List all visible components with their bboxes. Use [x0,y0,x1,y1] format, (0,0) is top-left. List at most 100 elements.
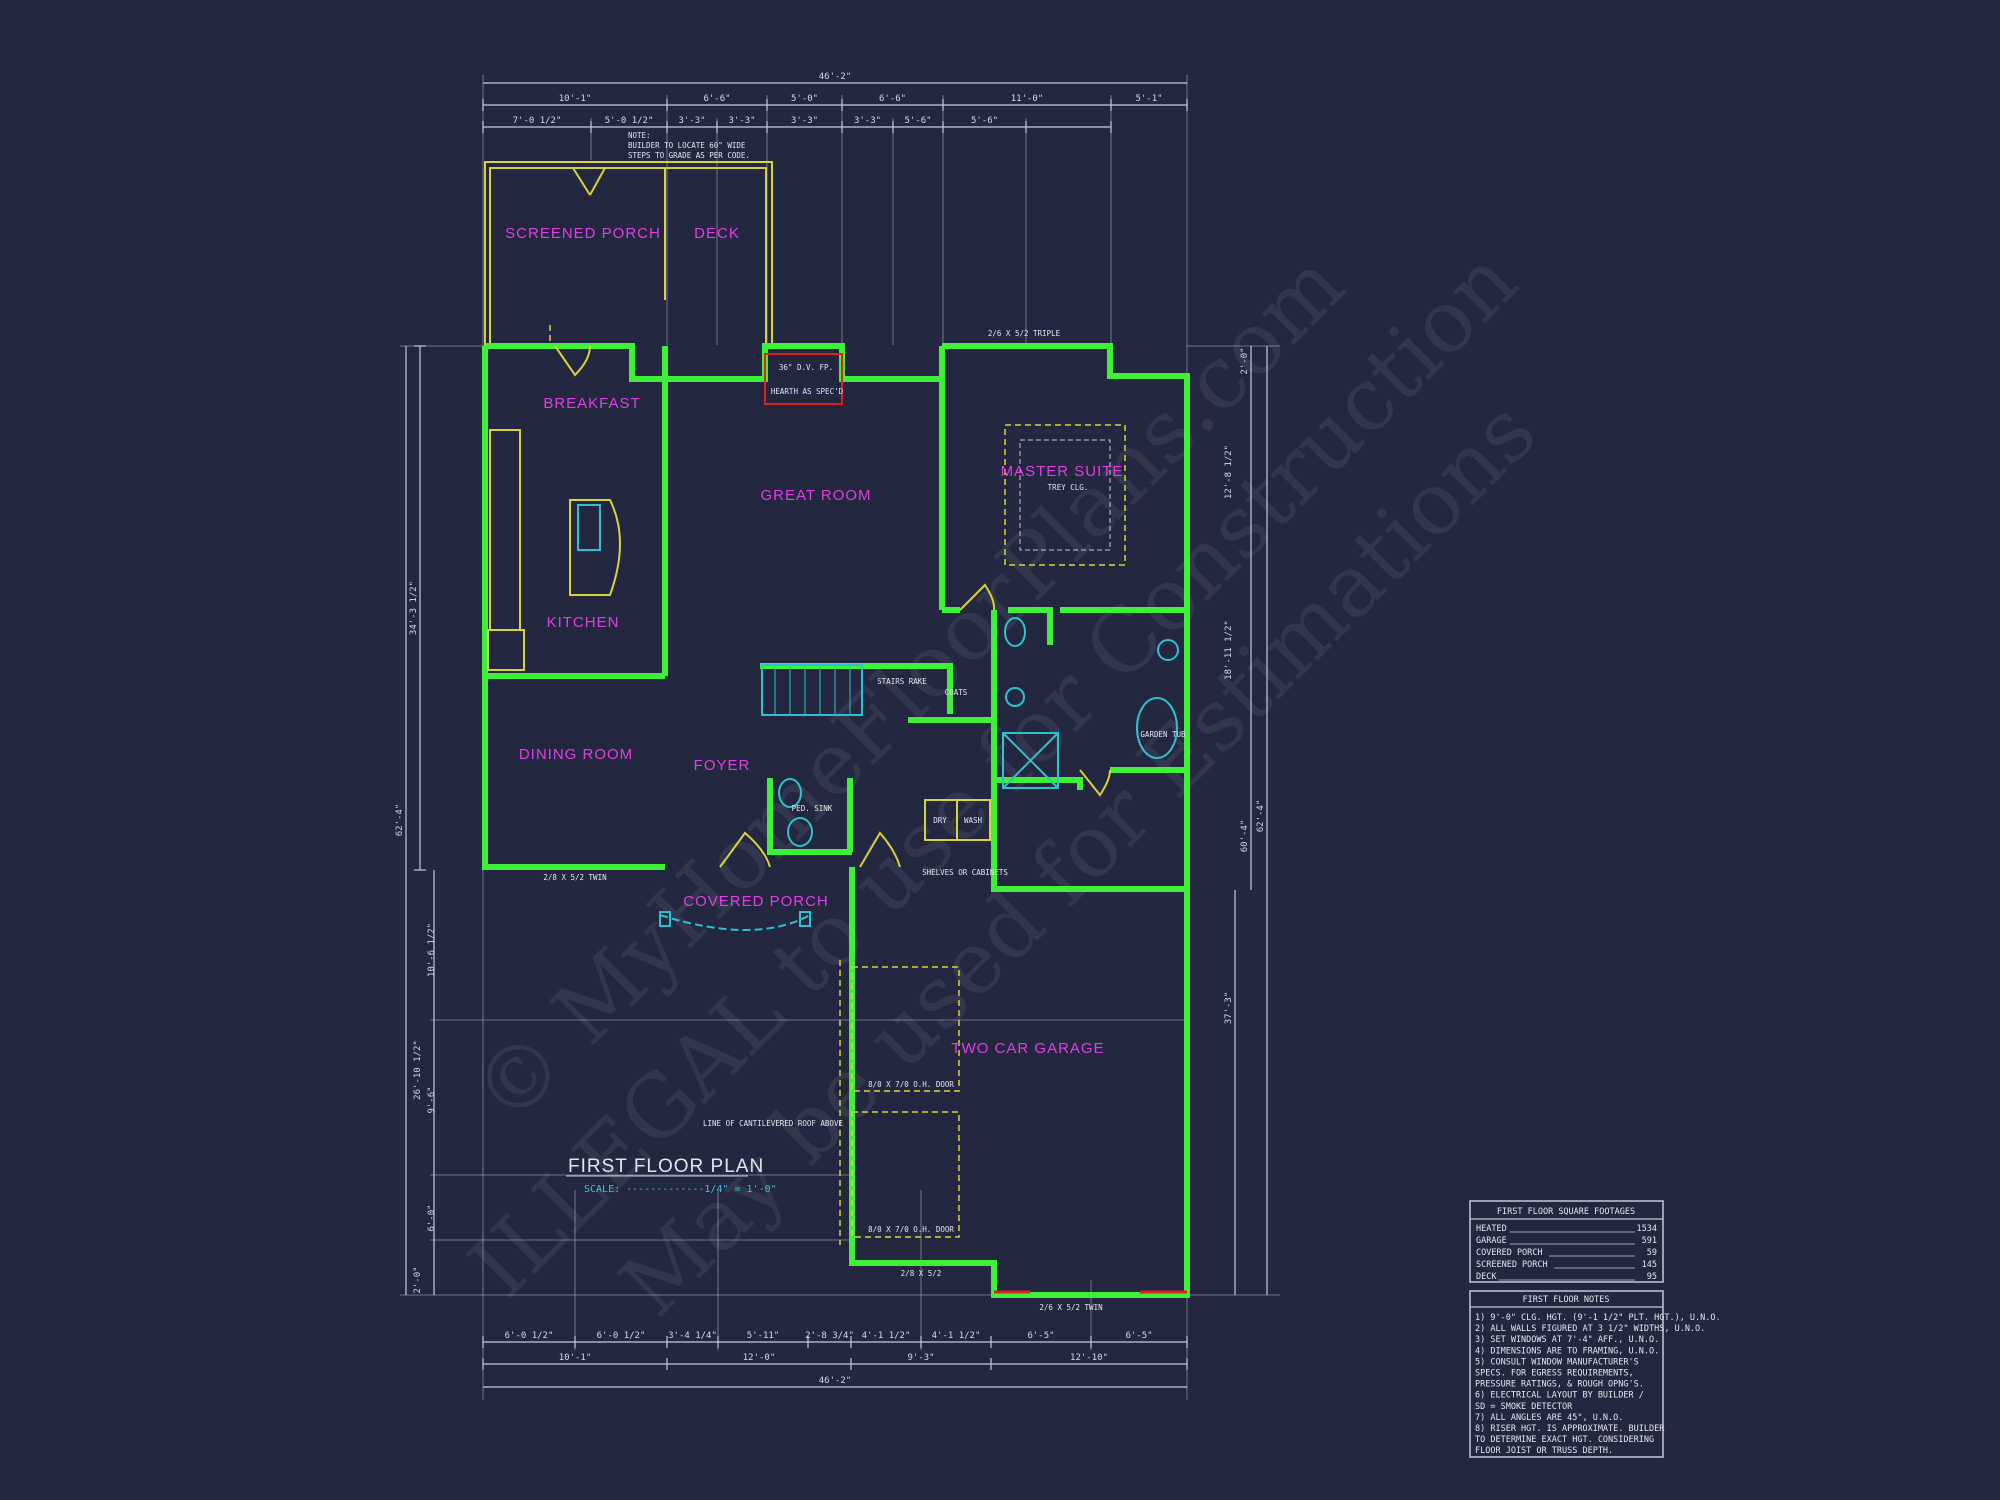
dimension-label-overall: 46'-2" [819,72,852,82]
dimension-label: 5'-11" [747,1331,780,1341]
dimension-label: 3'-3" [678,116,705,126]
dimension-label: 6'-0 1/2" [597,1331,646,1341]
stairs-rake-label: STAIRS RAKE [877,677,927,686]
kitchen-sink-icon [577,504,601,551]
dimension-label: 3'-3" [854,116,881,126]
footage-row-label: HEATED [1476,1224,1507,1234]
note-line: PRESSURE RATINGS, & ROUGH OPNG'S. [1475,1380,1644,1390]
fixtures [487,353,1187,1294]
notes-table-title: FIRST FLOOR NOTES [1523,1295,1610,1305]
footage-row-label: GARAGE [1476,1236,1507,1246]
footage-table-title: FIRST FLOOR SQUARE FOOTAGES [1497,1207,1635,1217]
note-line: STEPS TO GRADE AS PER CODE. [628,151,750,160]
ped-sink-label: PED. SINK [792,804,833,813]
dimension-label: 10'-6 1/2" [427,923,437,977]
dimension-label: 5'-6" [971,116,998,126]
room-label-kitchen: KITCHEN [547,614,620,631]
dimension-label: 37'-3" [1224,992,1234,1025]
note-line: 8) RISER HGT. IS APPROXIMATE. BUILDER [1475,1424,1665,1434]
garage-door-label: 8/0 X 7/0 O.H. DOOR [868,1080,954,1089]
room-label-two-car-garage: TWO CAR GARAGE [951,1040,1104,1057]
dimension-label: 10'-1" [559,94,592,104]
footage-row-label: COVERED PORCH [1476,1248,1543,1258]
footage-row-value: 1534 [1637,1224,1657,1234]
covered-porch-outline [659,914,811,931]
footage-row-value: 145 [1642,1260,1657,1270]
note-line: TO DETERMINE EXACT HGT. CONSIDERING [1475,1435,1654,1445]
toilet-icon [1004,617,1026,647]
dimension-label: 26'-10 1/2" [413,1040,423,1100]
note-line: 5) CONSULT WINDOW MANUFACTURER'S [1475,1357,1639,1367]
coats-label: COATS [945,688,968,697]
footage-row-label: SCREENED PORCH [1476,1260,1548,1270]
window-label: 2/6 X 5/2 TWIN [1039,1303,1102,1312]
note-line: BUILDER TO LOCATE 60" WIDE [628,141,746,150]
room-label-breakfast: BREAKFAST [543,395,640,412]
ped-sink-icon [778,778,802,808]
kitchen-counter [489,429,521,631]
dimension-label: 60'-4" [1240,820,1250,853]
dimension-label: 12'-8 1/2" [1224,445,1234,499]
dimension-label: 11'-0" [1011,94,1044,104]
dimension-label: 6'-0" [427,1204,437,1231]
screened-porch-deck-outline [484,161,773,347]
garage-door-label: 8/0 X 7/0 O.H. DOOR [868,1225,954,1234]
dimension-label: 6'-5" [1125,1331,1152,1341]
dimension-label: 6'-5" [1027,1331,1054,1341]
bath-sink-icon [1005,687,1025,707]
square-footage-table: FIRST FLOOR SQUARE FOOTAGES HEATED 1534GA… [1469,1200,1664,1283]
bath-sink-icon [1157,639,1179,661]
hearth-label: HEARTH AS SPEC'D [771,387,844,396]
dimension-label: 4'-1 1/2" [932,1331,981,1341]
plan-annotations: NOTE: BUILDER TO LOCATE 60" WIDE STEPS T… [543,131,1186,1312]
footage-row-label: DECK [1476,1272,1497,1282]
toilet-icon [787,817,813,847]
dimension-strings: 46'-2" 10'-1" 6'-6" 5'-0" 6'-6" 11'-0" 5'-1" 7'… [395,72,1268,1388]
dimension-label: 3'-3" [791,116,818,126]
refrigerator [487,629,525,671]
window-label: 2/6 X 5/2 TRIPLE [988,329,1061,338]
dimension-label-overall: 46'-2" [819,1376,852,1386]
dimension-label: 6'-6" [703,94,730,104]
garden-tub-icon [1136,697,1178,759]
footage-row-value: 95 [1647,1272,1657,1282]
dimension-label: 6'-0 1/2" [505,1331,554,1341]
dimension-label: 5'-6" [904,116,931,126]
dimension-label: 2'-8 3/4" [805,1331,854,1341]
footage-row-value: 591 [1642,1236,1657,1246]
garden-tub-label: GARDEN TUB [1140,730,1186,739]
dimension-label: 62'-4" [395,804,405,837]
dimension-label: 2'-0" [413,1266,423,1293]
dimension-label: 7'-0 1/2" [513,116,562,126]
dimension-label: 18'-11 1/2" [1224,620,1234,680]
shelves-label: SHELVES OR CABINETS [922,868,1008,877]
footage-row-value: 59 [1647,1248,1657,1258]
cantilever-note: LINE OF CANTILEVERED ROOF ABOVE [703,1119,843,1128]
window-label: 2/8 X 5/2 TWIN [543,873,606,882]
dimension-label: 5'-0 1/2" [605,116,654,126]
dimension-label: 6'-6" [879,94,906,104]
fireplace-hearth [764,353,843,405]
room-label-screened-porch: SCREENED PORCH [505,225,661,242]
dimension-label: 5'-1" [1135,94,1162,104]
dimension-label: 9'-3" [907,1353,934,1363]
stairs [761,664,863,716]
plan-title-block: FIRST FLOOR PLAN SCALE: -------------1/4… [566,1156,777,1195]
trey-ceiling-label: TREY CLG. [1048,483,1089,492]
door-swings [554,345,1111,868]
dimension-label: 12'-0" [743,1353,776,1363]
shower [1002,732,1059,789]
dimension-label: 62'-4" [1256,800,1266,833]
note-line: 3) SET WINDOWS AT 7'-4" AFF., U.N.O. [1475,1335,1659,1345]
plan-scale: SCALE: -------------1/4" = 1'-0" [584,1184,777,1195]
dimension-label: 2'-0" [1240,347,1250,374]
room-label-foyer: FOYER [694,757,751,774]
trey-ceiling-outline [1004,424,1126,566]
dimension-label: 3'-4 1/4" [668,1331,717,1341]
room-labels: SCREENED PORCH DECK BREAKFAST GREAT ROOM… [505,225,1124,1057]
dryer-label: DRY [933,816,947,825]
note-line: SD = SMOKE DETECTOR [1475,1402,1573,1412]
note-line: 4) DIMENSIONS ARE TO FRAMING, U.N.O. [1475,1346,1659,1356]
room-label-master-suite: MASTER SUITE [1001,463,1124,480]
dimension-label: 5'-0" [791,94,818,104]
